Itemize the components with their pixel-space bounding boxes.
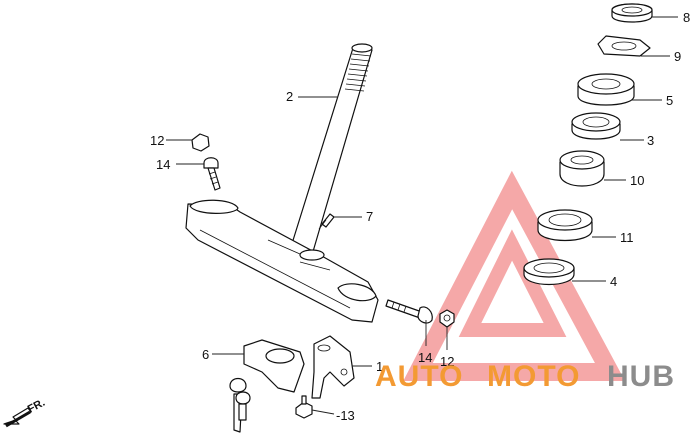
screw-13	[295, 395, 313, 419]
bolt-14-left	[203, 157, 221, 191]
steering-stem-assembly	[185, 43, 379, 323]
nut-12-right	[439, 309, 455, 328]
watermark-moto: MOTO	[487, 360, 580, 393]
callout-12-right: 12	[440, 354, 454, 369]
callout-10: 10	[630, 173, 644, 188]
callout-labels: 2 12 14 7 8 9 5 3 10 11 4 6 1 -13 14 12	[150, 10, 690, 423]
callout-2: 2	[286, 89, 293, 104]
callout-6: 6	[202, 347, 209, 362]
leader-lines	[166, 16, 678, 415]
callout-14-right: 14	[418, 350, 432, 365]
bearing-10	[559, 150, 605, 187]
bracket-1	[311, 335, 355, 399]
callout-11: 11	[620, 230, 634, 245]
watermark-text: AUTO MOTO HUB	[375, 360, 675, 393]
callout-1: 1	[376, 359, 383, 374]
bearing-race-3	[571, 112, 621, 140]
bearing-race-4	[523, 258, 575, 285]
adjusting-nut-5	[577, 73, 635, 106]
dust-seal-11	[537, 209, 593, 242]
callout-8: 8	[683, 10, 690, 25]
callout-9: 9	[674, 49, 681, 64]
callout-7: 7	[366, 209, 373, 224]
callout-14-left: 14	[156, 157, 170, 172]
nut-12-left	[191, 133, 210, 152]
ignition-switch-6	[229, 339, 305, 433]
callout-3: 3	[647, 133, 654, 148]
callout-4: 4	[610, 274, 617, 289]
watermark-auto: AUTO	[375, 360, 463, 393]
callout-5: 5	[666, 93, 673, 108]
front-direction-indicator: FR.	[3, 397, 47, 428]
callout-13: -13	[336, 408, 355, 423]
watermark-hub: HUB	[607, 360, 675, 393]
callout-12-left: 12	[150, 133, 164, 148]
bolt-14-right	[385, 299, 433, 324]
front-label: FR.	[26, 397, 47, 416]
front-arrow-icon	[3, 407, 32, 425]
lock-nut-8	[611, 3, 653, 23]
lock-washer-9	[597, 35, 651, 57]
